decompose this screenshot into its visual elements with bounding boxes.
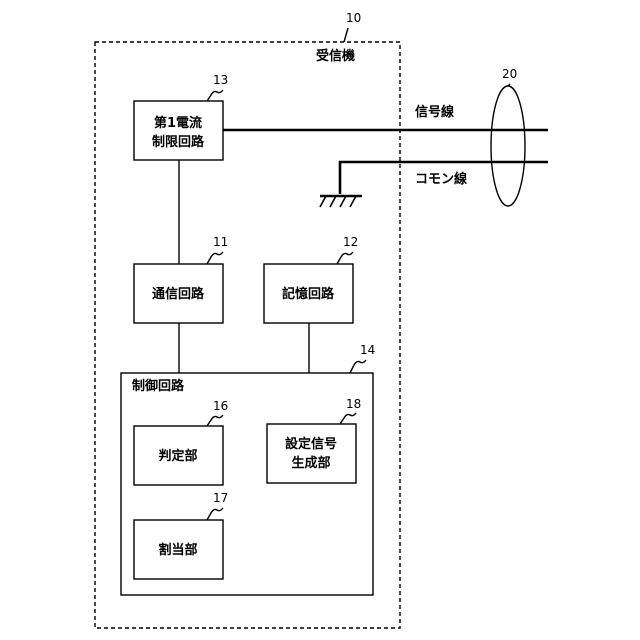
current-limit-leader [207,90,223,101]
current-limit-label-1: 第1電流 [154,115,202,131]
judgment-label: 判定部 [158,448,197,464]
storage-number: 12 [343,235,358,249]
allocation-label: 割当部 [158,542,197,558]
control-number: 14 [360,343,375,357]
receiver-label: 受信機 [316,48,355,64]
setting-signal-number: 18 [346,397,361,411]
allocation-number: 17 [213,491,228,505]
storage-label: 記憶回路 [282,286,335,302]
storage-leader [337,252,353,264]
receiver-number: 10 [346,11,361,25]
receiver-leader [344,28,348,42]
ground-icon [320,196,362,207]
current-limit-number: 13 [213,73,228,87]
current-limit-label-2: 制限回路 [152,134,205,150]
communication-leader [207,252,223,264]
setting-signal-label-1: 設定信号 [285,436,337,452]
cable-number: 20 [502,67,517,81]
control-leader [350,360,366,373]
setting-signal-block [267,424,356,483]
cable-loop [491,86,525,206]
setting-signal-label-2: 生成部 [291,455,330,471]
control-label: 制御回路 [132,378,185,394]
communication-label: 通信回路 [152,286,205,302]
signal-line-label: 信号線 [415,104,455,120]
common-line-label: コモン線 [415,171,468,187]
judgment-number: 16 [213,399,228,413]
communication-number: 11 [213,235,228,249]
